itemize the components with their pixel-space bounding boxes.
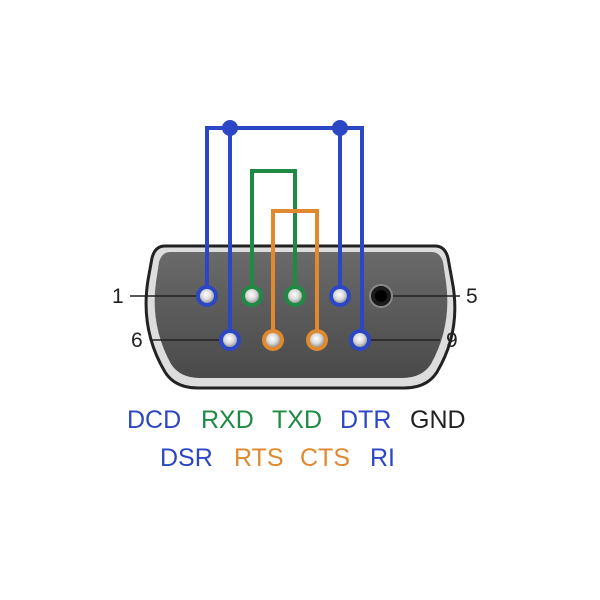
pin-number-9: 9 xyxy=(446,329,458,352)
pin-9 xyxy=(349,329,371,351)
pin-number-5: 5 xyxy=(466,285,478,308)
signal-label-dsr: DSR xyxy=(160,444,213,472)
pin-2 xyxy=(241,285,263,307)
wire-green xyxy=(250,169,297,294)
junction-dot-right xyxy=(332,120,348,136)
pin-5 xyxy=(369,284,393,308)
pin-4 xyxy=(329,285,351,307)
wires xyxy=(205,126,364,340)
signal-label-ri: RI xyxy=(370,444,395,472)
pins xyxy=(196,284,393,351)
pin-3 xyxy=(284,285,306,307)
signal-label-rxd: RXD xyxy=(201,406,254,434)
pin-1 xyxy=(196,285,218,307)
pin-3-contact xyxy=(288,289,302,303)
signal-label-rts: RTS xyxy=(234,444,284,472)
wire-orange xyxy=(271,209,319,340)
junction-dot-left xyxy=(222,120,238,136)
shell-inner xyxy=(154,252,448,378)
pin-number-6: 6 xyxy=(131,329,143,352)
signal-label-dcd: DCD xyxy=(127,406,181,434)
pin-8 xyxy=(306,329,328,351)
pin-9-contact xyxy=(353,333,367,347)
pin-6-contact xyxy=(223,333,237,347)
signal-label-gnd: GND xyxy=(410,406,466,434)
signal-label-cts: CTS xyxy=(300,444,350,472)
pin-2-contact xyxy=(245,289,259,303)
pin-1-contact xyxy=(200,289,214,303)
leader-lines xyxy=(130,295,460,341)
pin-7-contact xyxy=(266,333,280,347)
connector-shell xyxy=(144,244,457,390)
pin-4-contact xyxy=(333,289,347,303)
pin-6 xyxy=(219,329,241,351)
pin-number-1: 1 xyxy=(112,285,124,308)
wire-blue xyxy=(205,126,364,340)
signal-label-txd: TXD xyxy=(272,406,322,434)
pin-8-contact xyxy=(310,333,324,347)
signal-label-dtr: DTR xyxy=(340,406,391,434)
pin-7 xyxy=(262,329,284,351)
pin-5-socket xyxy=(375,290,387,302)
